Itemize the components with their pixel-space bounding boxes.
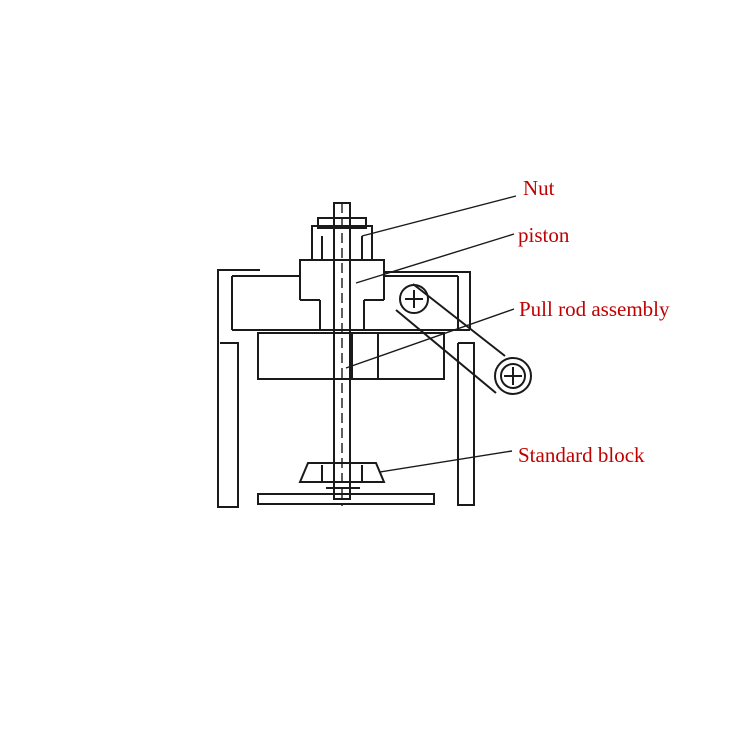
standard-block	[257, 462, 435, 505]
leader-lines	[345, 195, 517, 473]
lever-arm	[395, 283, 532, 395]
right-frame	[384, 271, 475, 506]
pull-rod	[333, 202, 351, 506]
leader-standard-block	[379, 450, 513, 473]
leader-nut	[361, 195, 517, 237]
label-piston: piston	[518, 223, 570, 247]
label-nut: Nut	[523, 176, 555, 200]
leader-pull-rod	[345, 308, 515, 369]
leader-piston	[355, 233, 515, 284]
lower-housing	[257, 332, 445, 380]
left-frame	[217, 269, 330, 508]
label-pull-rod-assembly: Pull rod assembly	[519, 297, 670, 321]
label-standard-block: Standard block	[518, 443, 645, 467]
